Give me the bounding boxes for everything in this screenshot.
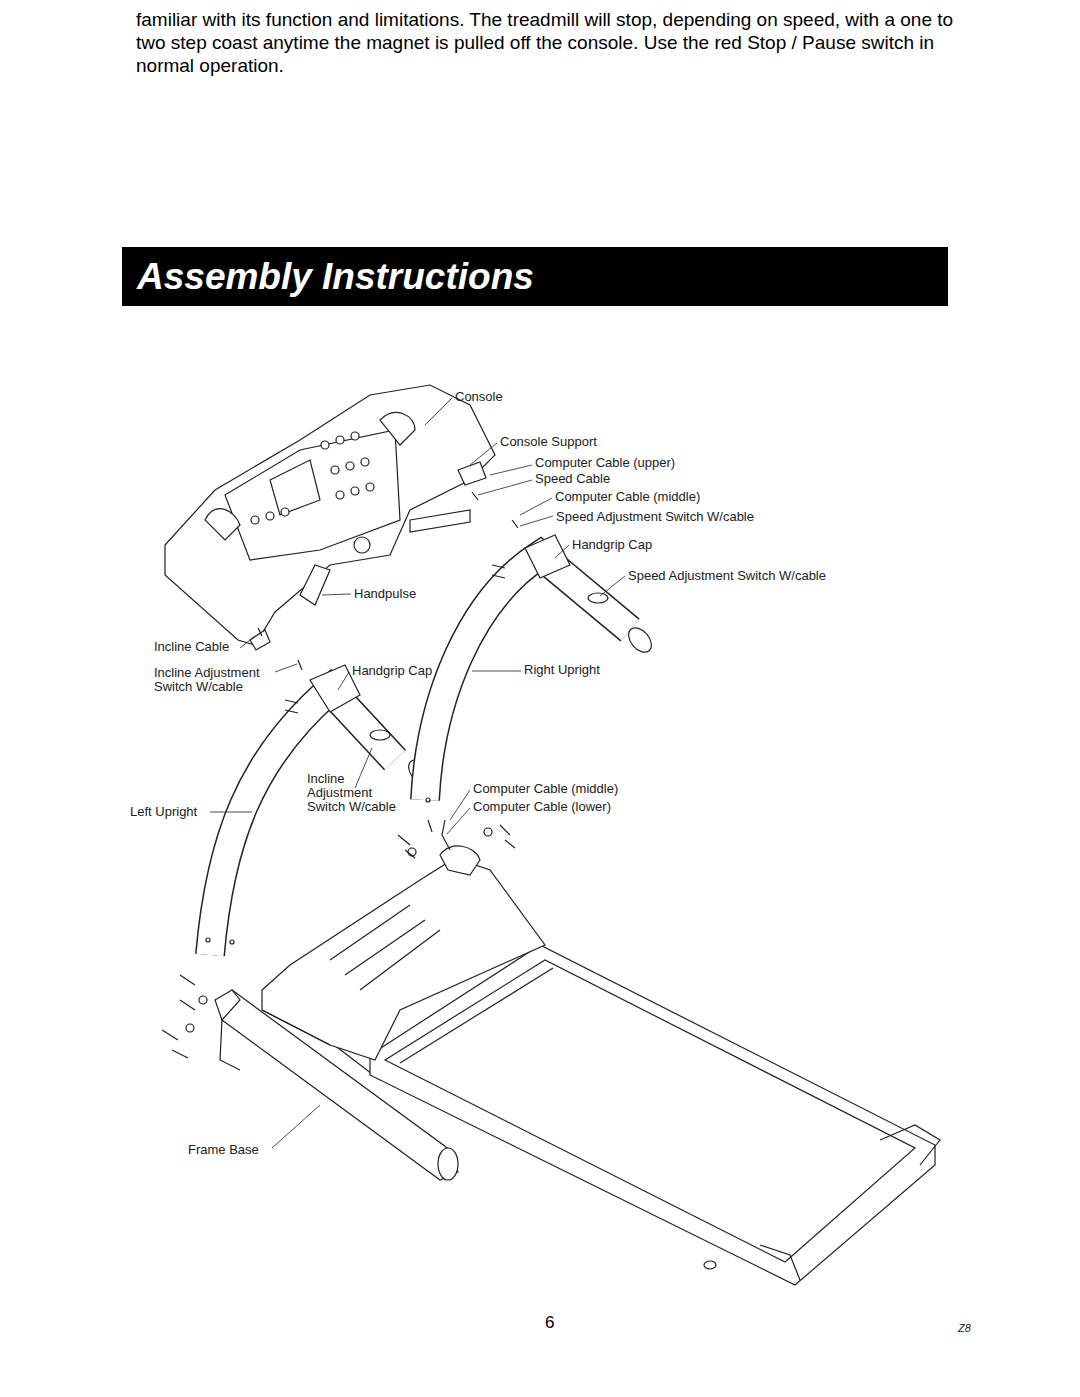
part-label: Handgrip Cap bbox=[352, 664, 432, 678]
part-label: Incline Cable bbox=[154, 640, 229, 654]
part-label: Console Support bbox=[500, 435, 597, 449]
part-label: Frame Base bbox=[188, 1143, 259, 1157]
cables-and-screws bbox=[162, 492, 518, 1058]
left-upright bbox=[206, 665, 436, 955]
title-band: Assembly Instructions bbox=[122, 247, 948, 306]
part-label: Computer Cable (middle) bbox=[555, 490, 700, 504]
page-number: 6 bbox=[545, 1316, 554, 1330]
part-label: Computer Cable (upper) bbox=[535, 456, 675, 470]
part-label: Speed Adjustment Switch W/cable bbox=[628, 569, 826, 583]
section-title: Assembly Instructions bbox=[122, 247, 948, 306]
part-label: Computer Cable (middle) bbox=[473, 782, 618, 796]
part-label: Left Upright bbox=[130, 805, 197, 819]
right-upright bbox=[425, 535, 656, 802]
part-label: Computer Cable (lower) bbox=[473, 800, 611, 814]
part-label: Incline Adjustment Switch W/cable bbox=[154, 666, 276, 694]
motor-hood bbox=[262, 846, 545, 1060]
part-label: Speed Adjustment Switch W/cable bbox=[556, 510, 754, 524]
part-label: Console bbox=[455, 390, 503, 404]
body-paragraph: familiar with its function and limitatio… bbox=[136, 8, 956, 77]
part-label: Handgrip Cap bbox=[572, 538, 652, 552]
treadmill-deck bbox=[370, 945, 940, 1285]
model-code: Z8 bbox=[958, 1321, 971, 1335]
part-label: Handpulse bbox=[354, 587, 416, 601]
console bbox=[165, 385, 495, 650]
part-label: Incline Adjustment Switch W/cable bbox=[307, 772, 407, 814]
part-label: Speed Cable bbox=[535, 472, 610, 486]
part-label: Right Upright bbox=[524, 663, 600, 677]
